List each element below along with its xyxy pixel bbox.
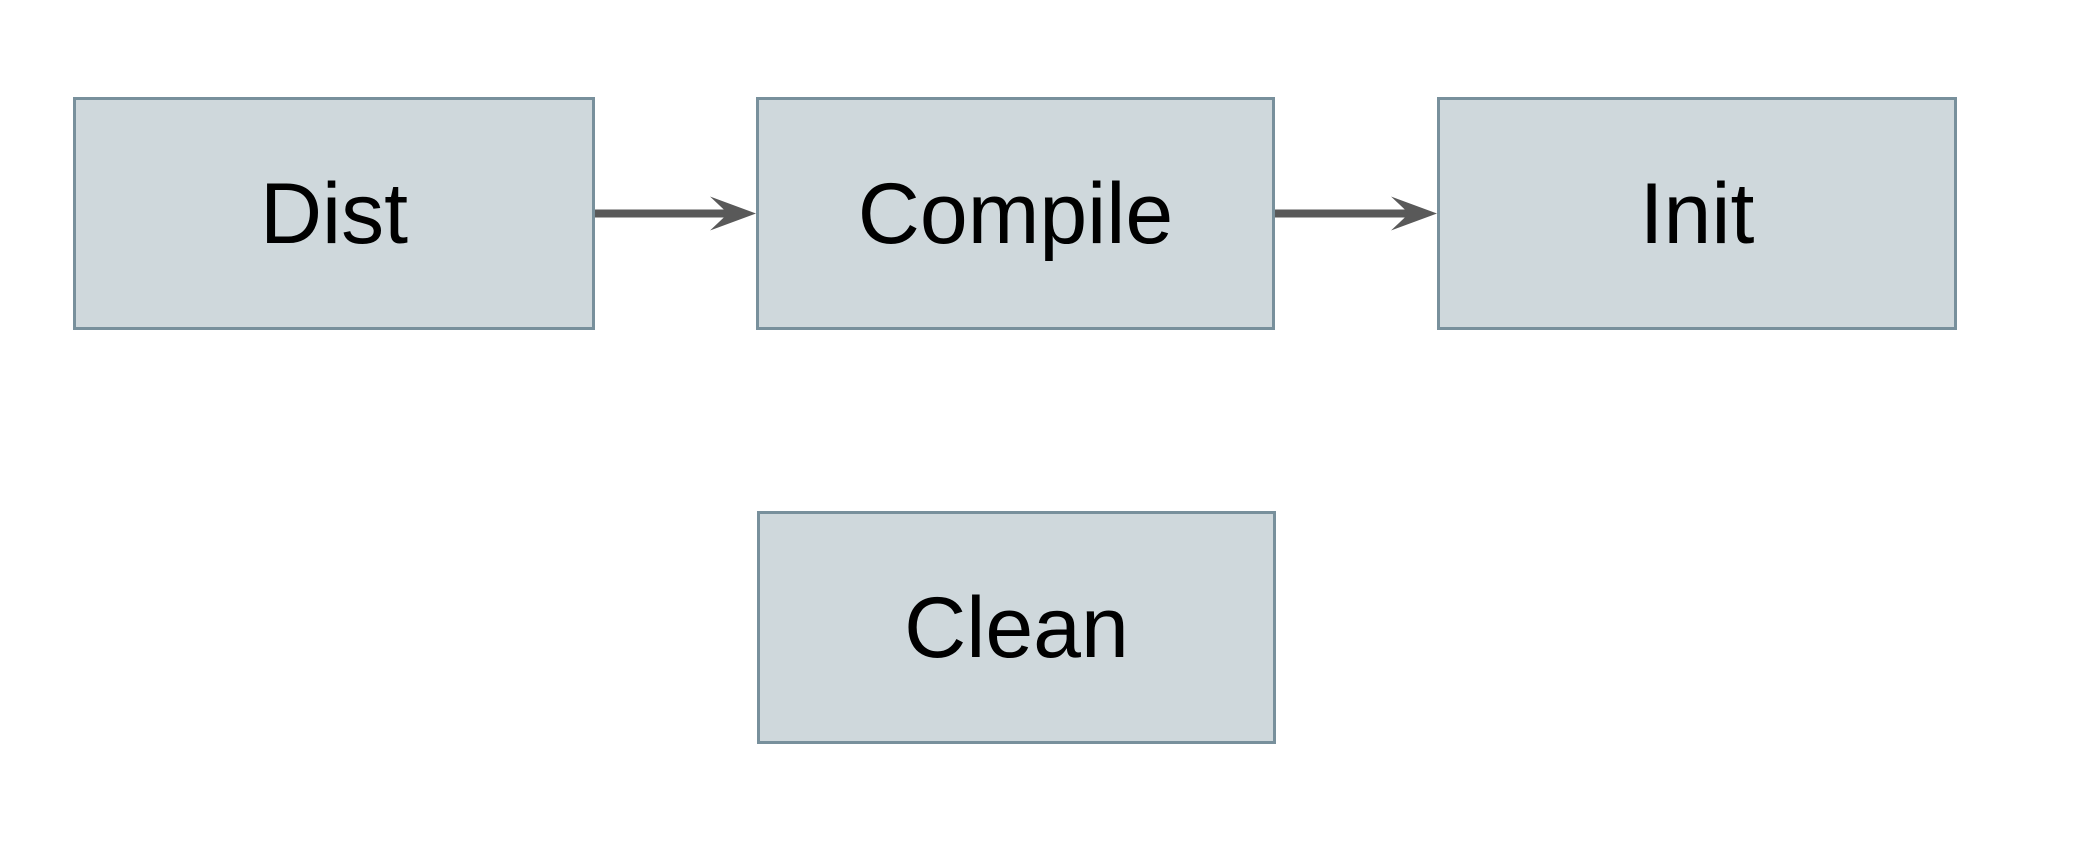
node-dist[interactable]: Dist <box>73 97 595 330</box>
node-init-label: Init <box>1639 165 1755 262</box>
node-clean-label: Clean <box>904 579 1129 676</box>
arrow-dist-to-compile <box>595 196 756 231</box>
node-dist-label: Dist <box>259 165 409 262</box>
arrow-compile-to-init <box>1275 196 1437 231</box>
node-compile-label: Compile <box>857 165 1174 262</box>
node-init[interactable]: Init <box>1437 97 1957 330</box>
node-clean[interactable]: Clean <box>757 511 1276 744</box>
node-compile[interactable]: Compile <box>756 97 1275 330</box>
